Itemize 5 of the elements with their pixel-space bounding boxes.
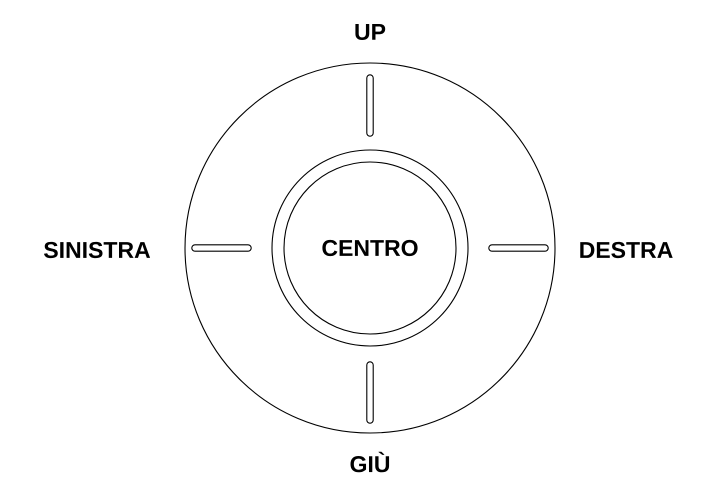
direction-label: UP bbox=[355, 24, 386, 40]
direction-label: DESTRA bbox=[580, 242, 673, 258]
center-button: CENTRO bbox=[283, 161, 457, 335]
direction-label: GIÙ bbox=[350, 452, 390, 472]
direction-label: SINISTRA bbox=[44, 242, 150, 258]
